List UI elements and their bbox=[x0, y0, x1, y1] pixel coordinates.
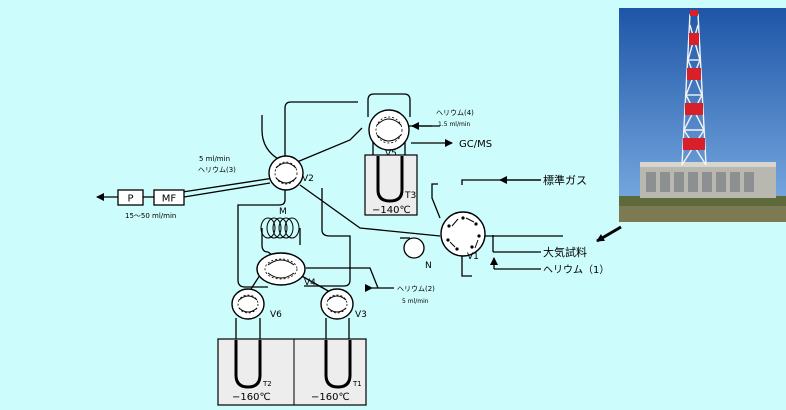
valve-v3-label: V3 bbox=[355, 310, 367, 320]
node-n bbox=[404, 238, 424, 258]
valve-v6-label: V6 bbox=[270, 310, 282, 320]
trap-t3-temp: −140℃ bbox=[372, 205, 411, 216]
helium3-label: ヘリウム(3) bbox=[198, 166, 236, 174]
photo-pointer-arrow bbox=[597, 227, 621, 241]
valve-v1 bbox=[441, 212, 485, 256]
mass-flow-block: MF bbox=[154, 183, 270, 205]
trap-t1-label: T1 bbox=[352, 380, 362, 388]
trap-t3-label: T3 bbox=[404, 191, 416, 201]
valve-v2-label: V2 bbox=[302, 174, 314, 184]
gcms-label: GC/MS bbox=[459, 139, 492, 150]
coil-m-label: M bbox=[279, 207, 287, 217]
mass-flow-label: MF bbox=[162, 194, 177, 205]
trap-t1-temp: −160℃ bbox=[311, 392, 350, 403]
valve-v3 bbox=[321, 289, 353, 319]
node-n-label: N bbox=[425, 261, 432, 271]
helium1-label: ヘリウム（1） bbox=[543, 264, 609, 276]
valve-v1-label: V1 bbox=[467, 252, 479, 262]
inlet-arrows bbox=[97, 126, 541, 288]
helium4-flow: 1.5 ml/min bbox=[438, 121, 470, 128]
trap-t2-label: T2 bbox=[262, 380, 272, 388]
trap-t2-temp: −160℃ bbox=[232, 392, 271, 403]
pump-block: P bbox=[118, 190, 154, 205]
helium2-flow: 5 ml/min bbox=[402, 298, 429, 305]
helium4-label: ヘリウム(4) bbox=[436, 109, 474, 117]
pump-label: P bbox=[127, 194, 133, 205]
standard-gas-label: 標準ガス bbox=[543, 173, 587, 187]
valve-v4-label: V4 bbox=[304, 278, 316, 288]
valve-v4 bbox=[257, 253, 305, 285]
coil-m bbox=[261, 218, 299, 238]
valve-v5 bbox=[369, 110, 409, 150]
valve-v2 bbox=[269, 156, 303, 190]
valve-v6 bbox=[232, 289, 264, 319]
helium2-label: ヘリウム(2) bbox=[397, 285, 435, 293]
air-sample-label: 大気試料 bbox=[543, 245, 587, 259]
helium3-flow: 5 ml/min bbox=[199, 155, 230, 163]
pump-flow-label: 15～50 ml/min bbox=[125, 212, 176, 220]
observation-tower-photo bbox=[619, 8, 786, 222]
